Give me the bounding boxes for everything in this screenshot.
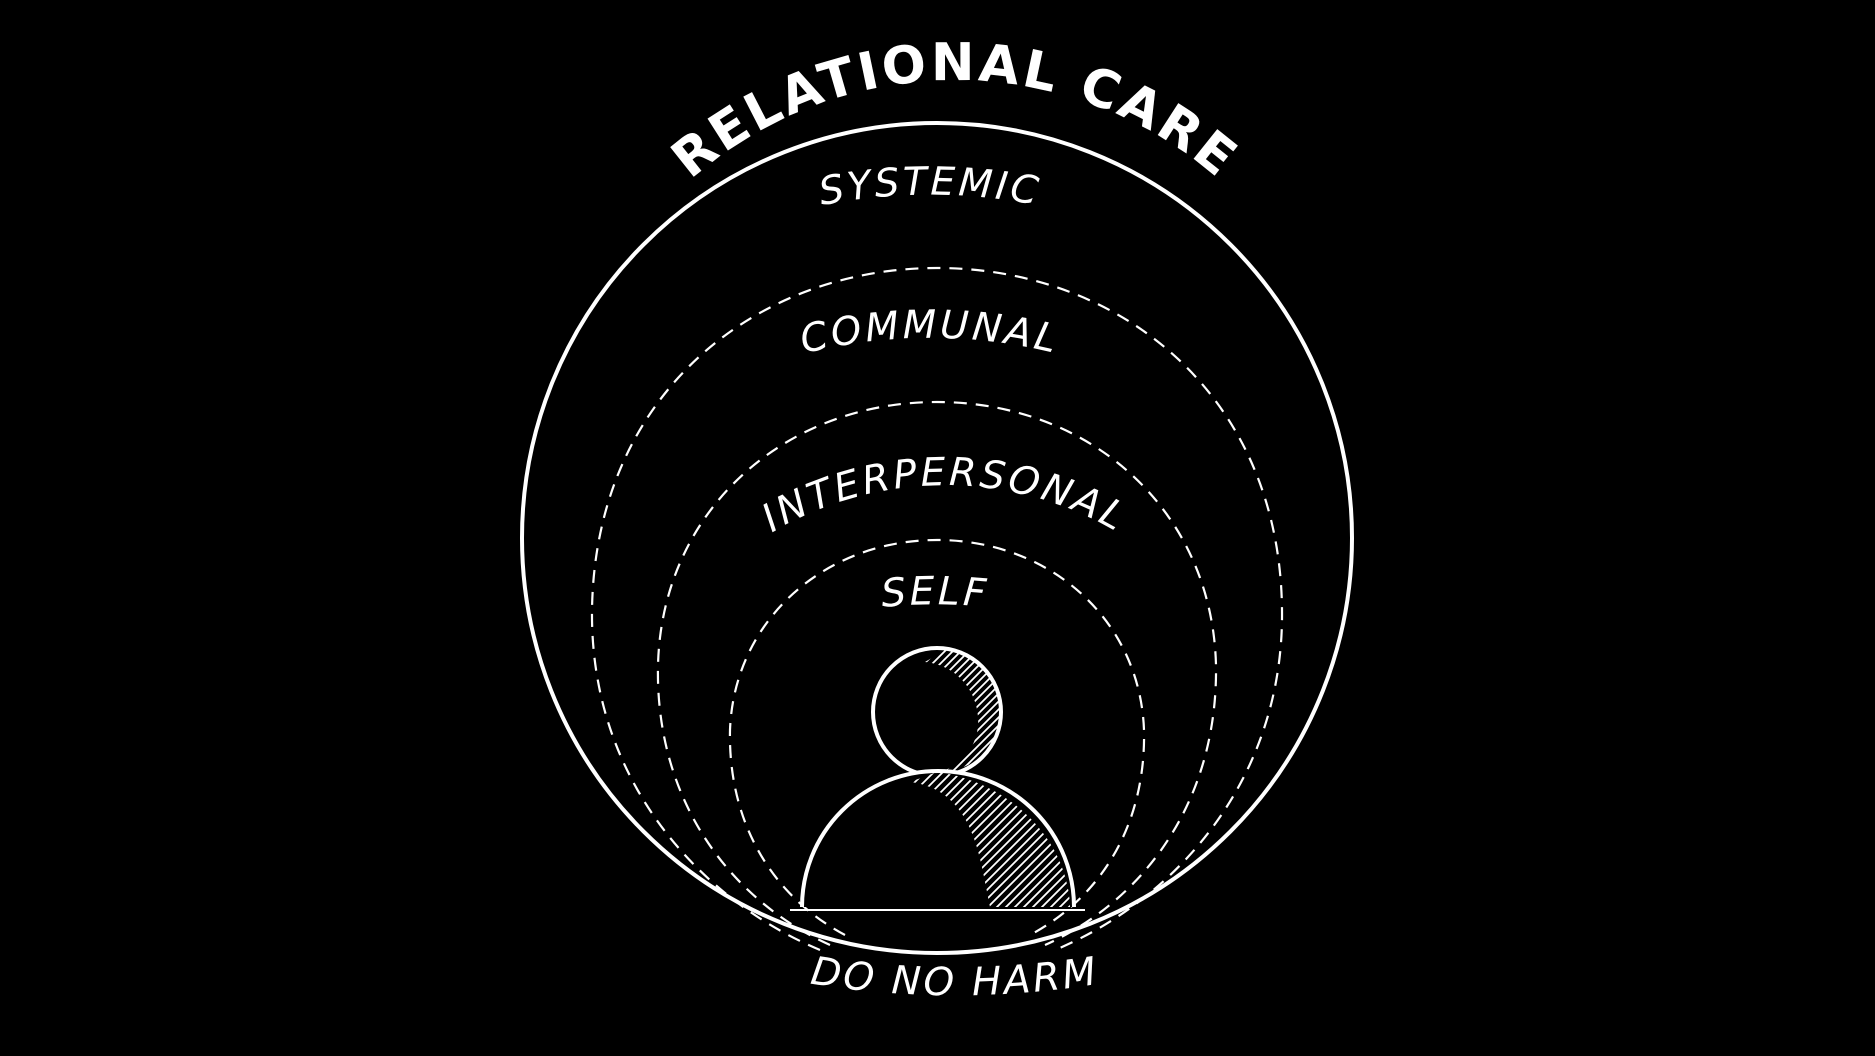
person-icon bbox=[790, 646, 1085, 911]
interpersonal-label: INTERPERSONAL bbox=[754, 450, 1135, 541]
self-ring bbox=[728, 538, 1146, 936]
self-label-text: SELF bbox=[880, 569, 988, 617]
hatch-line bbox=[1020, 772, 1070, 907]
systemic-label-text: SYSTEMIC bbox=[816, 160, 1042, 215]
communal-label: COMMUNAL bbox=[796, 303, 1064, 363]
self-label: SELF bbox=[880, 569, 991, 617]
hatch-line bbox=[910, 772, 973, 907]
hatch-line bbox=[951, 650, 1001, 772]
interpersonal-label-text: INTERPERSONAL bbox=[754, 450, 1132, 541]
systemic-ring bbox=[520, 121, 1354, 955]
hatch-line bbox=[1056, 772, 1070, 907]
hatch-line bbox=[943, 650, 1001, 772]
hatch-line bbox=[1029, 772, 1070, 907]
hatch-line bbox=[1065, 772, 1070, 907]
communal-label-text: COMMUNAL bbox=[796, 303, 1061, 363]
hatch-line bbox=[925, 650, 981, 772]
foundation-label-text: DO NO HARM bbox=[808, 949, 1099, 1005]
interpersonal-ring bbox=[656, 400, 1218, 947]
hatch-line bbox=[1038, 772, 1070, 907]
hatch-line bbox=[925, 650, 989, 772]
hatch-line bbox=[975, 772, 1070, 907]
systemic-label: SYSTEMIC bbox=[816, 160, 1045, 215]
hatch-line bbox=[1011, 772, 1070, 907]
person-head bbox=[871, 646, 1003, 778]
hatch-line bbox=[1002, 772, 1070, 907]
communal-ring bbox=[590, 266, 1284, 952]
hatch-line bbox=[925, 650, 965, 772]
foundation-label: DO NO HARM bbox=[808, 949, 1102, 1005]
hatch-line bbox=[925, 650, 973, 772]
hatch-line bbox=[966, 772, 1070, 907]
person-body bbox=[800, 769, 1076, 908]
